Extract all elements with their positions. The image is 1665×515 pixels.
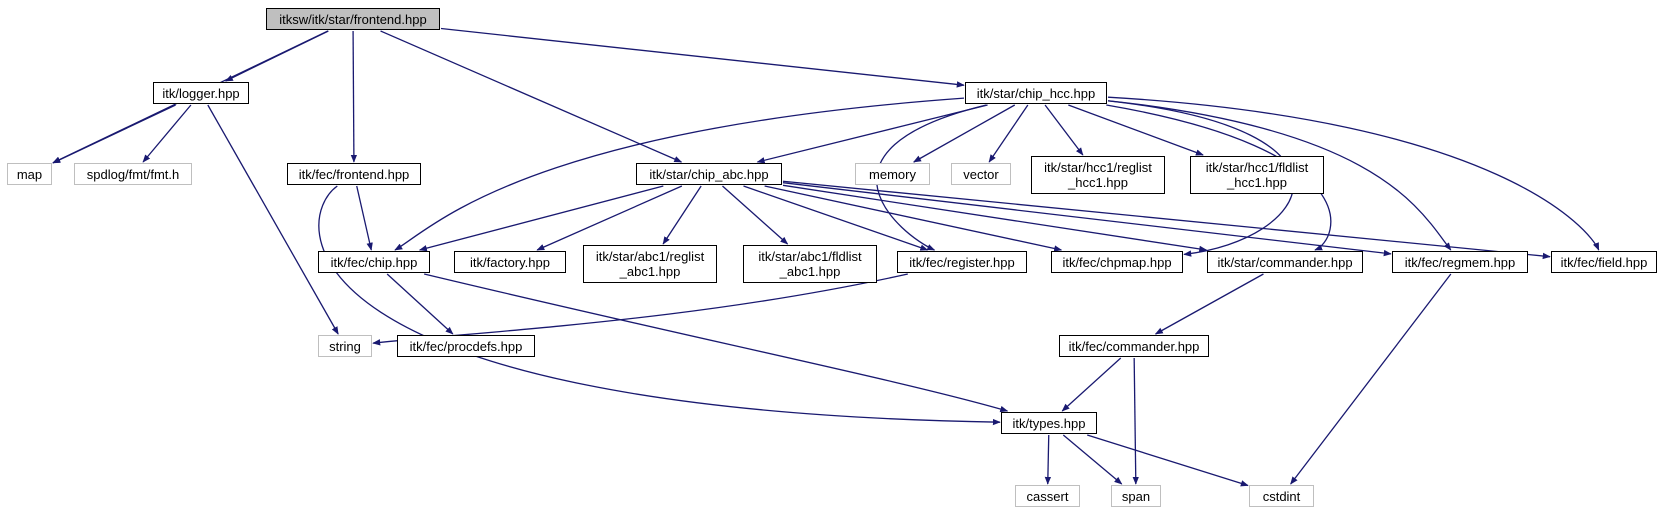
node-procdefs[interactable]: itk/fec/procdefs.hpp — [397, 335, 535, 357]
edge-fec-chip-to-types — [424, 273, 1009, 413]
edge-fec-frontend-to-fec-chip — [356, 185, 373, 251]
node-spdlog: spdlog/fmt/fmt.h — [74, 163, 192, 185]
edge-regmem-to-cstdint — [1290, 273, 1452, 485]
edge-fec-commander-to-span — [1132, 357, 1139, 485]
node-string: string — [318, 335, 372, 357]
edge-chip-abc-to-field — [782, 180, 1551, 260]
node-chpmap[interactable]: itk/fec/chpmap.hpp — [1051, 251, 1183, 273]
node-memory: memory — [855, 163, 930, 185]
node-factory[interactable]: itk/factory.hpp — [454, 251, 566, 273]
edge-register-to-string — [372, 273, 908, 346]
edge-fec-frontend-to-types — [318, 185, 1001, 426]
node-vector: vector — [951, 163, 1011, 185]
edge-root-to-fec-frontend — [350, 30, 358, 163]
edge-root-to-chip-hcc — [440, 27, 965, 88]
edge-chip-hcc-to-fec-chip — [394, 97, 965, 251]
edge-chip-abc-to-register — [743, 185, 929, 251]
node-fec-frontend[interactable]: itk/fec/frontend.hpp — [287, 163, 421, 185]
node-fec-chip[interactable]: itk/fec/chip.hpp — [318, 251, 430, 273]
edge-chip-abc-to-factory — [536, 185, 683, 251]
edge-chip-hcc-to-register — [876, 104, 987, 251]
edge-chip-hcc-to-vector — [988, 104, 1029, 163]
edge-types-to-span — [1062, 434, 1123, 485]
edge-fec-commander-to-types — [1061, 357, 1122, 412]
node-reglist-hcc1[interactable]: itk/star/hcc1/reglist _hcc1.hpp — [1031, 156, 1165, 194]
node-chip-abc[interactable]: itk/star/chip_abc.hpp — [636, 163, 782, 185]
node-fldlist-abc1[interactable]: itk/star/abc1/fldlist _abc1.hpp — [743, 245, 877, 283]
edge-chip-hcc-to-regmem — [1107, 100, 1452, 251]
edge-chip-hcc-to-chip-abc — [756, 104, 988, 164]
node-root[interactable]: itksw/itk/star/frontend.hpp — [266, 8, 440, 30]
edge-chip-hcc-to-reglist-hcc1 — [1044, 104, 1084, 156]
node-logger[interactable]: itk/logger.hpp — [153, 82, 249, 104]
edge-chip-hcc-to-memory — [913, 104, 1016, 163]
node-chip-hcc[interactable]: itk/star/chip_hcc.hpp — [965, 82, 1107, 104]
node-cstdint: cstdint — [1249, 485, 1314, 507]
node-types[interactable]: itk/types.hpp — [1001, 412, 1097, 434]
edge-chip-abc-to-fldlist-abc1 — [722, 185, 789, 245]
node-map: map — [7, 163, 52, 185]
node-fldlist-hcc1[interactable]: itk/star/hcc1/fldlist _hcc1.hpp — [1190, 156, 1324, 194]
edge-types-to-cassert — [1044, 434, 1052, 485]
edge-types-to-cstdint — [1087, 434, 1249, 487]
edge-logger-to-map — [52, 104, 176, 164]
edge-chip-abc-to-regmem — [782, 182, 1392, 257]
edge-star-commander-to-fec-commander — [1154, 273, 1264, 335]
node-field[interactable]: itk/fec/field.hpp — [1551, 251, 1657, 273]
node-regmem[interactable]: itk/fec/regmem.hpp — [1392, 251, 1528, 273]
node-star-commander[interactable]: itk/star/commander.hpp — [1207, 251, 1363, 273]
edge-chip-abc-to-star-commander — [782, 184, 1208, 253]
node-cassert: cassert — [1015, 485, 1080, 507]
edge-chip-hcc-to-field — [1107, 96, 1600, 251]
edge-chip-hcc-to-fldlist-hcc1 — [1068, 104, 1204, 156]
edge-chip-abc-to-fec-chip — [418, 185, 664, 252]
node-reglist-abc1[interactable]: itk/star/abc1/reglist _abc1.hpp — [583, 245, 717, 283]
edge-logger-to-spdlog — [142, 104, 192, 163]
edge-logger-to-string — [207, 104, 339, 335]
edge-chip-abc-to-chpmap — [764, 185, 1063, 252]
node-register[interactable]: itk/fec/register.hpp — [897, 251, 1027, 273]
node-span: span — [1111, 485, 1161, 507]
edge-chip-abc-to-reglist-abc1 — [662, 185, 702, 245]
edge-fec-chip-to-procdefs — [386, 273, 454, 335]
edge-root-to-chip-abc — [380, 30, 683, 163]
node-fec-commander[interactable]: itk/fec/commander.hpp — [1059, 335, 1209, 357]
